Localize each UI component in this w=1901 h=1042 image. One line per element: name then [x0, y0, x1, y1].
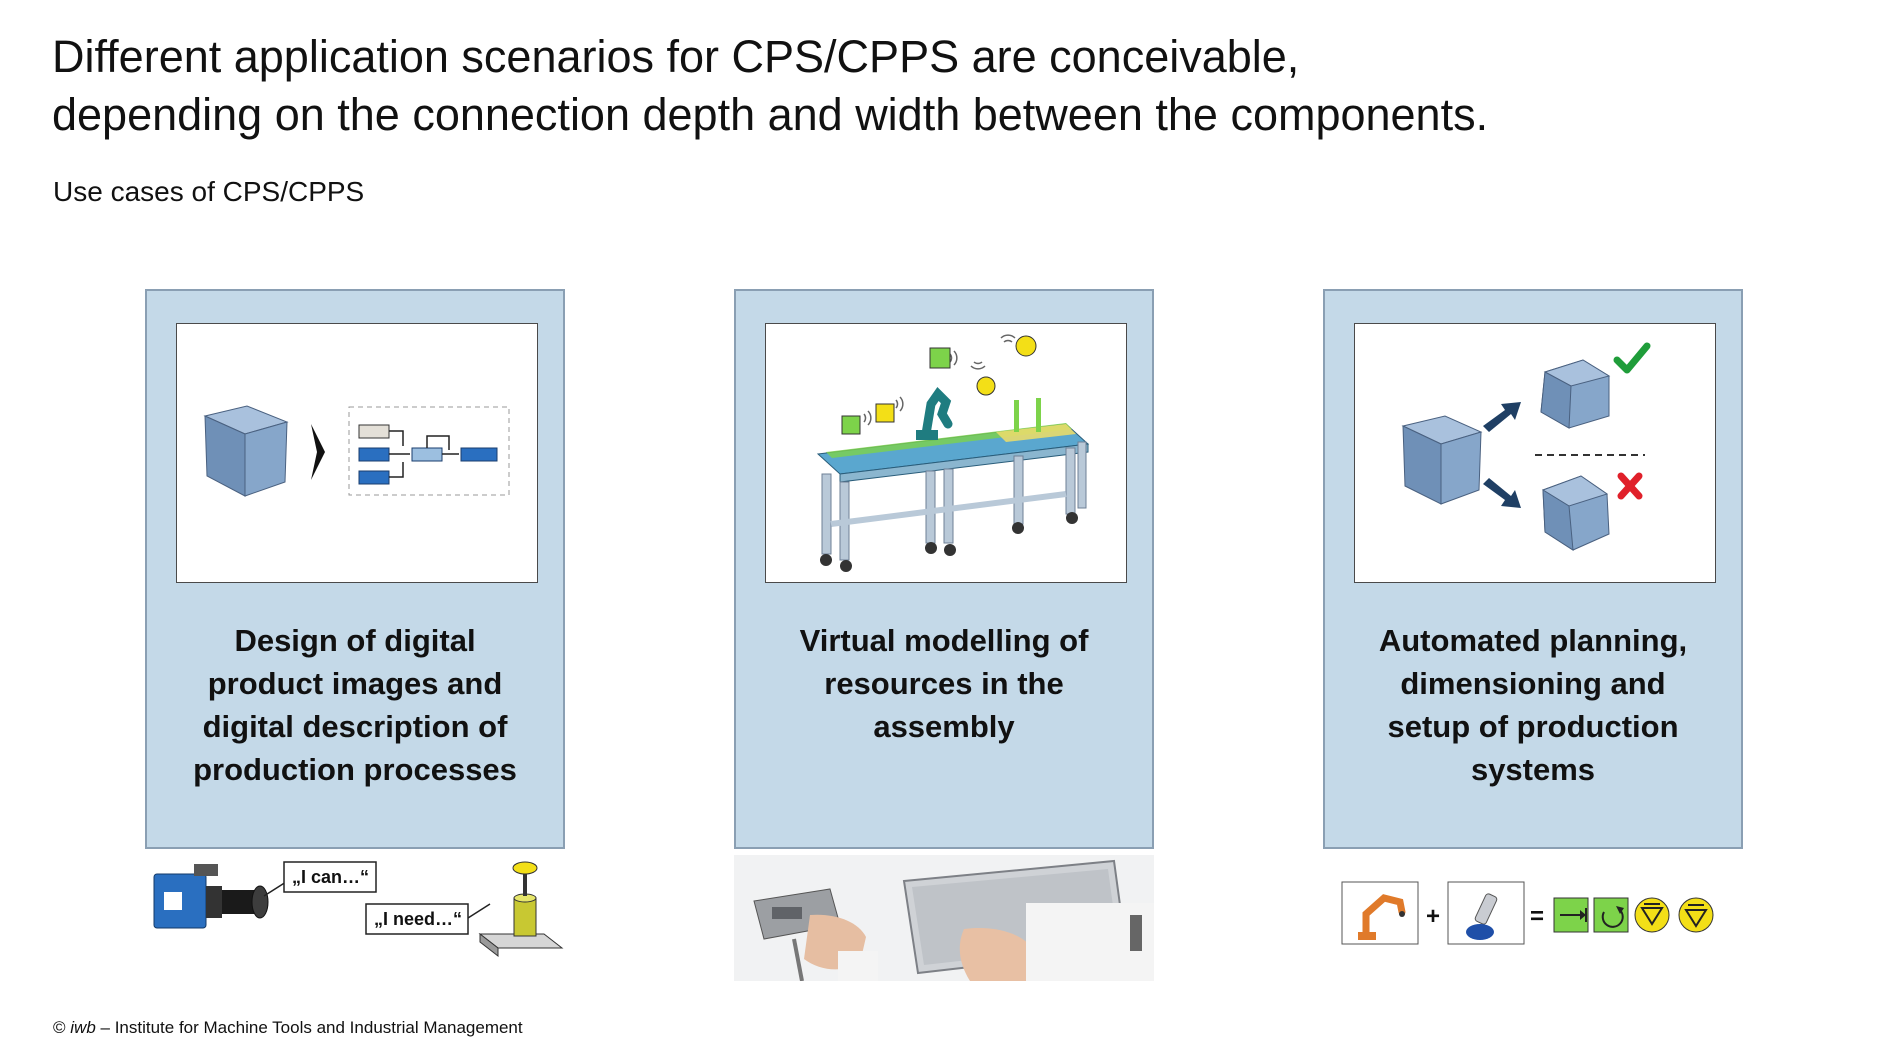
- camera-communication-illustration: „I can…“ „I need…“: [150, 858, 570, 958]
- caption-line: product images and: [207, 666, 503, 701]
- capability-equation: + =: [1340, 880, 1740, 950]
- gripper-icon: [478, 861, 564, 958]
- caption-line: Design of digital: [234, 623, 476, 658]
- card-virtual-modelling: Virtual modelling of resources in the as…: [734, 289, 1154, 849]
- page-title: Different application scenarios for CPS/…: [52, 28, 1488, 144]
- product-model-illustration: [176, 323, 538, 583]
- hand-right: [959, 903, 1154, 981]
- camera-icon: [153, 864, 269, 929]
- speech-can-text: „I can…“: [292, 867, 369, 887]
- speech-bubble-need: „I need…“: [365, 903, 469, 935]
- check-icon: [1613, 342, 1651, 374]
- card-product-design: Design of digital product images and dig…: [145, 289, 565, 849]
- plus-sign: +: [1426, 903, 1440, 930]
- gripping-capability-icon: [1634, 897, 1670, 933]
- caption-line: Virtual modelling of: [799, 623, 1089, 658]
- caption-line: dimensioning and: [1400, 666, 1666, 701]
- caption-line: digital description of: [202, 709, 508, 744]
- arrow-down-right-icon: [1483, 478, 1521, 508]
- cube-icon: [1401, 415, 1483, 505]
- footer-org: iwb: [70, 1018, 96, 1037]
- arrow-up-right-icon: [1483, 402, 1521, 432]
- caption-line: systems: [1470, 752, 1596, 787]
- rotate-capability-icon: [1593, 897, 1629, 933]
- wireless-icon: [863, 334, 1016, 426]
- cube-icon: [1541, 475, 1610, 551]
- hand-left: [804, 914, 878, 981]
- caption-line: Automated planning,: [1378, 623, 1688, 658]
- subtitle: Use cases of CPS/CPPS: [53, 176, 365, 207]
- caption-line: assembly: [873, 709, 1015, 744]
- cube-icon: [203, 405, 289, 497]
- suction-capability-icon: [1678, 897, 1714, 933]
- move-capability-icon: [1553, 897, 1589, 933]
- tablet-photo-illustration: [734, 855, 1154, 982]
- caption-line: setup of production: [1387, 709, 1679, 744]
- card-caption: Virtual modelling of resources in the as…: [746, 619, 1142, 748]
- speech-need-text: „I need…“: [374, 909, 462, 929]
- arrow-right-icon: [311, 424, 325, 480]
- card-caption: Automated planning, dimensioning and set…: [1335, 619, 1731, 791]
- assembly-station-model: [816, 387, 1090, 572]
- cube-icon: [1540, 359, 1611, 429]
- gripper-icon: [1447, 881, 1525, 945]
- speech-bubble-can: „I can…“: [283, 861, 377, 893]
- robot-icon: [1341, 881, 1419, 945]
- sensor-tags: [841, 335, 1037, 435]
- card-automated-planning: Automated planning, dimensioning and set…: [1323, 289, 1743, 849]
- equals-sign: =: [1530, 903, 1544, 930]
- footer: © iwb – Institute for Machine Tools and …: [53, 1018, 523, 1038]
- caption-line: resources in the: [824, 666, 1064, 701]
- assembly-line-illustration: [765, 323, 1127, 583]
- footer-text: – Institute for Machine Tools and Indust…: [100, 1018, 523, 1037]
- title-line-2: depending on the connection depth and wi…: [52, 89, 1489, 140]
- copyright-symbol: ©: [53, 1018, 66, 1037]
- caption-line: production processes: [193, 752, 517, 787]
- process-diagram: [348, 406, 510, 496]
- card-caption: Design of digital product images and dig…: [157, 619, 553, 791]
- cross-icon: [1617, 472, 1643, 500]
- planning-illustration: [1354, 323, 1716, 583]
- title-line-1: Different application scenarios for CPS/…: [52, 31, 1300, 82]
